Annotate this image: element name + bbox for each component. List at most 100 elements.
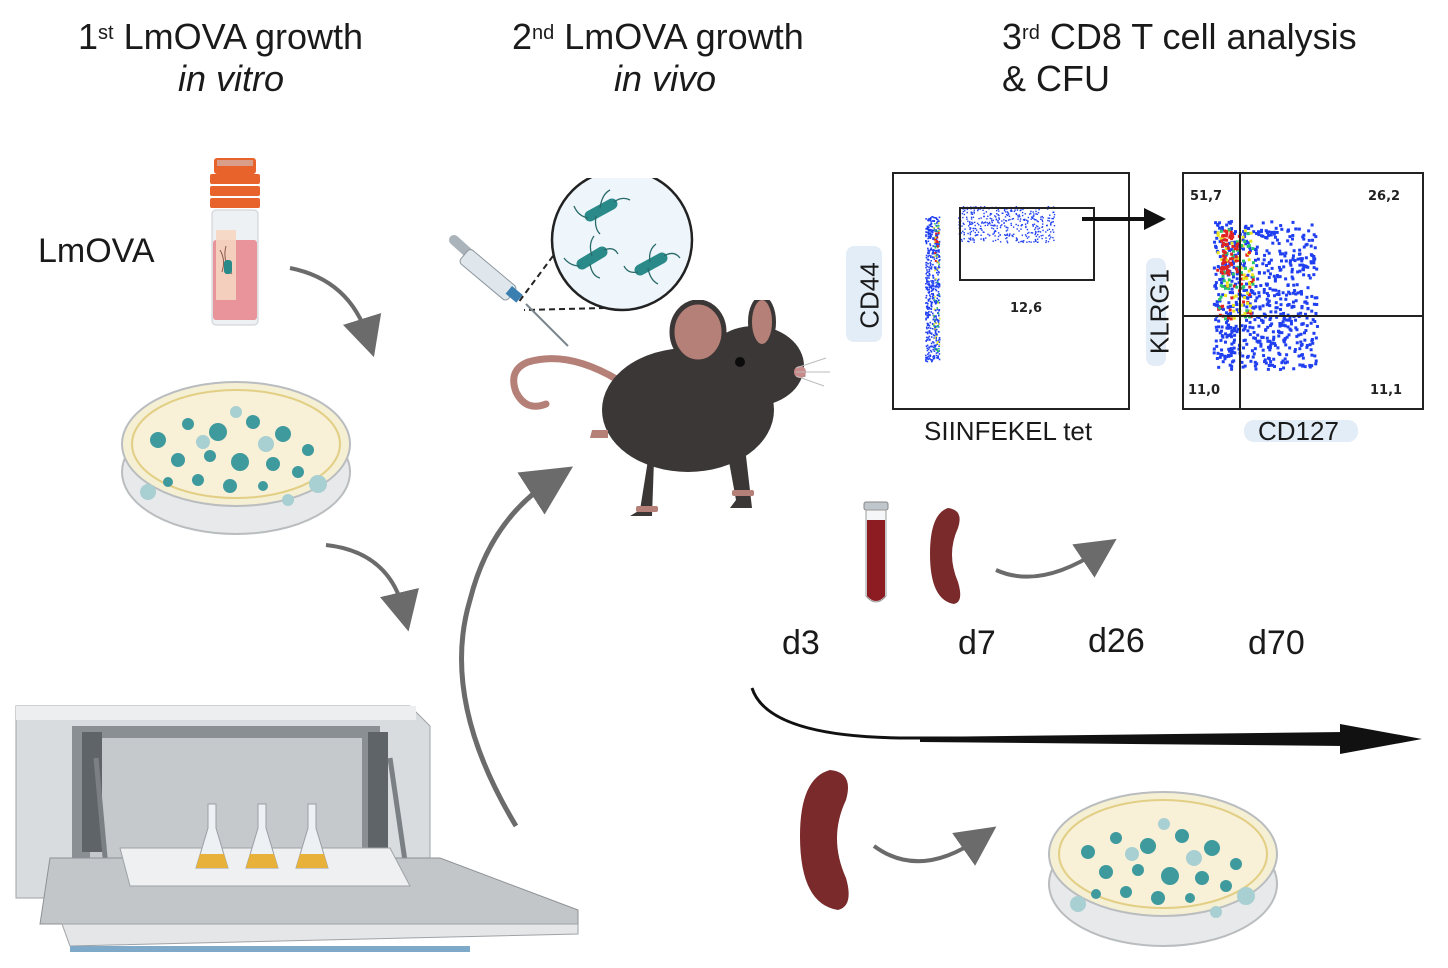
- flow-dot: [1288, 316, 1292, 320]
- flow-dot: [1315, 324, 1319, 328]
- flow-dot: [938, 255, 941, 258]
- flow-dot: [1231, 291, 1235, 295]
- flow-dot: [1052, 231, 1055, 233]
- flow-dot: [964, 228, 966, 230]
- flow-dot: [1294, 299, 1298, 303]
- flow-dot: [980, 238, 982, 240]
- flow-dot: [933, 315, 936, 317]
- flow-dot: [1050, 231, 1052, 233]
- flow-dot: [1046, 229, 1049, 231]
- flow-dot: [1220, 325, 1224, 329]
- flow-dot: [926, 287, 928, 290]
- flow-dot: [1276, 346, 1280, 350]
- flow-dot: [1009, 210, 1012, 212]
- flow-dot: [964, 210, 966, 212]
- flow-dot: [938, 229, 940, 232]
- flow-dot: [935, 281, 937, 284]
- flow-dot: [1038, 236, 1040, 238]
- flow-dot: [1001, 220, 1003, 222]
- flow-dot: [1022, 241, 1024, 243]
- flow-dot: [1229, 326, 1233, 330]
- flow-dot: [1022, 208, 1024, 211]
- flow-dot: [1301, 356, 1305, 360]
- flow-dot: [972, 216, 975, 218]
- flow-dot: [938, 245, 940, 247]
- flow-dot: [966, 216, 968, 219]
- flow-dot: [1246, 232, 1250, 236]
- flow-dot: [1005, 237, 1007, 240]
- flow-dot: [1219, 295, 1223, 299]
- flow-dot: [962, 230, 964, 233]
- flow-dot: [1220, 281, 1224, 285]
- flow-dot: [961, 240, 963, 242]
- flow-dot: [929, 217, 932, 220]
- flow-dot: [1264, 361, 1268, 365]
- flow-dot: [1266, 294, 1270, 298]
- flow-dot: [1242, 303, 1246, 307]
- flow-dot: [1242, 339, 1246, 343]
- flow-dot: [935, 284, 938, 286]
- flow-dot: [1008, 215, 1011, 217]
- flow-dot: [1227, 278, 1231, 282]
- flow-dot: [996, 225, 998, 227]
- flow-dot: [926, 280, 928, 283]
- flow-dot: [968, 237, 970, 240]
- flow-dot: [1279, 224, 1283, 228]
- flow-dot: [1273, 235, 1277, 239]
- flow-dot: [971, 221, 973, 224]
- flow-dot: [1296, 312, 1300, 316]
- flow-dot: [1255, 231, 1259, 235]
- flow-dot: [933, 344, 936, 347]
- flow-dot: [1284, 343, 1288, 347]
- flow-dot: [933, 237, 935, 240]
- flow-dot: [969, 227, 971, 229]
- flow-dot: [934, 326, 937, 328]
- flow-dot: [1232, 295, 1236, 299]
- flow-dot: [1218, 355, 1222, 359]
- flow-dot: [1033, 213, 1035, 215]
- flow-dot: [997, 219, 999, 222]
- flow-dot: [1016, 239, 1018, 241]
- flow-dot: [1009, 218, 1011, 221]
- flow-dot: [981, 222, 983, 224]
- flow-dot: [928, 252, 931, 254]
- flow-dot: [1021, 211, 1024, 214]
- flow-dot: [938, 243, 941, 246]
- flow-dot: [928, 250, 931, 252]
- flow-dot: [1272, 357, 1276, 361]
- flow-dot: [936, 218, 938, 221]
- flow-dot: [996, 212, 998, 215]
- flow-dot: [936, 246, 939, 249]
- flow-dot: [1284, 259, 1288, 263]
- flow-dot: [1240, 303, 1244, 307]
- flow-dot: [969, 232, 971, 234]
- flow-dot: [930, 290, 933, 293]
- flow-dot: [978, 224, 980, 226]
- flow-dot: [1049, 223, 1052, 225]
- flow-dot: [934, 319, 937, 322]
- flow-dot: [1017, 216, 1019, 218]
- flow-dot: [931, 220, 934, 222]
- flow-dot: [1259, 284, 1263, 288]
- flow-dot: [1225, 232, 1229, 236]
- flow-dot: [1240, 243, 1244, 247]
- flow-dot: [1229, 283, 1233, 287]
- flow-dot: [1261, 221, 1265, 225]
- flow-dot: [935, 278, 937, 280]
- flow-dot: [935, 328, 938, 331]
- flow-dot: [929, 225, 932, 227]
- flow-dot: [929, 262, 932, 264]
- flow-dot: [1315, 267, 1319, 271]
- flow-dot: [1001, 224, 1003, 226]
- flow-dot: [1230, 364, 1234, 368]
- flow-dot: [1005, 213, 1008, 216]
- flow-dot: [934, 222, 936, 225]
- flow-dot: [925, 296, 927, 299]
- flow-dot: [1243, 261, 1247, 265]
- flow-dot: [931, 229, 934, 232]
- flow-dot: [1246, 273, 1250, 277]
- flow-dot: [969, 223, 972, 225]
- flow-dot: [1035, 235, 1038, 238]
- flow-dot: [1213, 230, 1217, 234]
- flow-dot: [1282, 338, 1286, 342]
